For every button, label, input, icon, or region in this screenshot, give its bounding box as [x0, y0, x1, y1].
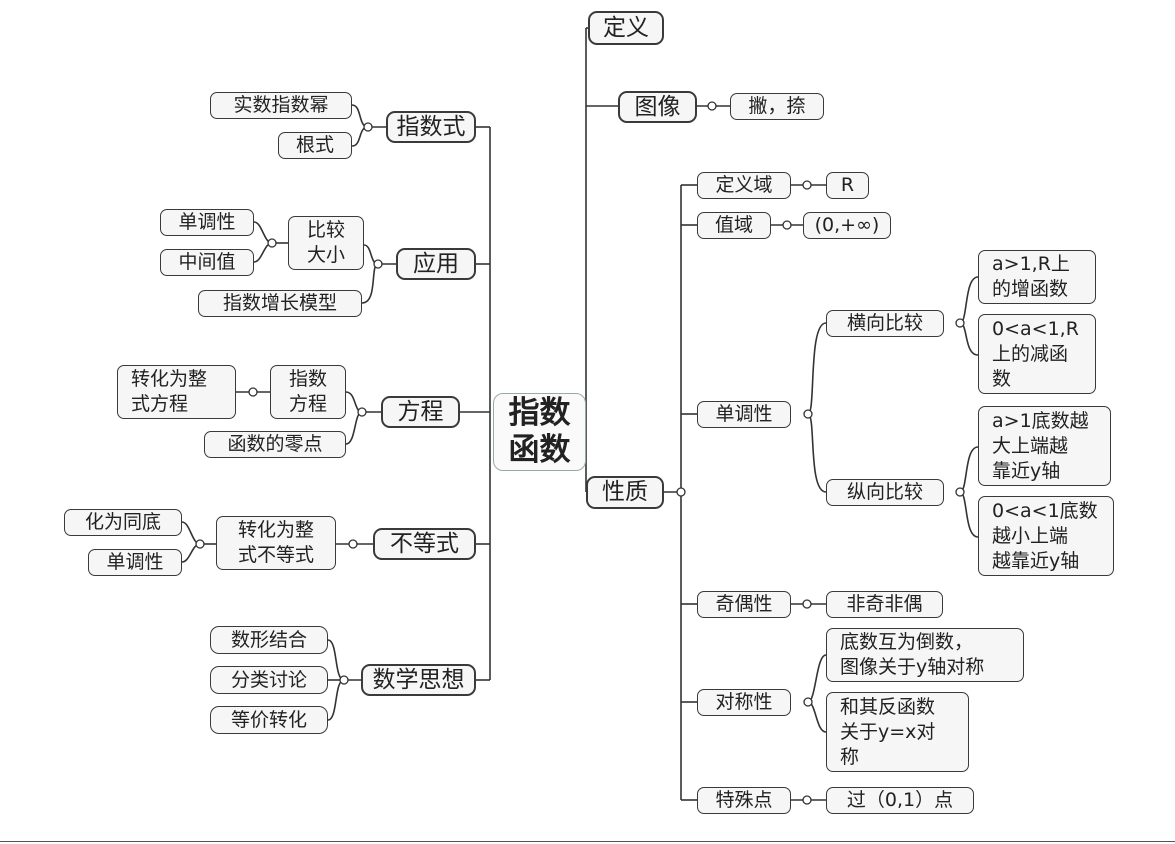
- zhishushi-genshi[interactable]: 根式: [278, 132, 352, 159]
- bijiao-zhongjian[interactable]: 中间值: [160, 249, 254, 276]
- hengxiang-zeng[interactable]: a>1,R上 的增函数: [978, 250, 1096, 304]
- sixiang-fenlei[interactable]: 分类讨论: [210, 666, 328, 694]
- fangcheng-zhishu[interactable]: 指数 方程: [270, 365, 346, 419]
- zhiyu-value[interactable]: (0,+∞): [803, 212, 891, 239]
- fangcheng-lingdian[interactable]: 函数的零点: [204, 431, 346, 458]
- zongxiang-zeng[interactable]: a>1底数越 大上端越 靠近y轴: [978, 406, 1111, 486]
- branch-yingyong[interactable]: 应用: [396, 248, 476, 280]
- branch-budengshi[interactable]: 不等式: [373, 528, 476, 560]
- dandiao-hengxiang[interactable]: 横向比较: [826, 310, 944, 337]
- branch-fangcheng[interactable]: 方程: [381, 396, 460, 428]
- sixiang-dengjia[interactable]: 等价转化: [210, 706, 328, 734]
- dingyiyu-value[interactable]: R: [826, 172, 869, 199]
- prop-dingyiyu[interactable]: 定义域: [697, 172, 791, 199]
- duichen-daoshu[interactable]: 底数互为倒数， 图像关于y轴对称: [826, 628, 1024, 682]
- branch-sixiang[interactable]: 数学思想: [361, 664, 476, 696]
- budengshi-zhuanhua[interactable]: 转化为整 式不等式: [216, 516, 336, 570]
- duichen-fanhanshu[interactable]: 和其反函数 关于y=x对 称: [826, 692, 969, 772]
- teshu-value[interactable]: 过（0,1）点: [826, 787, 974, 814]
- bijiao-dandiao[interactable]: 单调性: [160, 209, 254, 236]
- budengshi-tongdi[interactable]: 化为同底: [64, 509, 182, 536]
- jiou-value[interactable]: 非奇非偶: [826, 591, 943, 618]
- branch-dingyi[interactable]: 定义: [588, 11, 664, 45]
- prop-jiou[interactable]: 奇偶性: [697, 591, 791, 618]
- bottom-divider: [0, 841, 1175, 842]
- root-node[interactable]: 指数 函数: [493, 393, 586, 471]
- branch-xingzhi[interactable]: 性质: [586, 476, 664, 509]
- dandiao-zongxiang[interactable]: 纵向比较: [826, 479, 944, 506]
- zhishushi-shishu[interactable]: 实数指数幂: [210, 92, 352, 119]
- fangcheng-zhuanhua[interactable]: 转化为整 式方程: [117, 365, 236, 419]
- yingyong-growth[interactable]: 指数增长模型: [198, 290, 362, 317]
- branch-tuxiang[interactable]: 图像: [618, 91, 697, 123]
- prop-dandiao[interactable]: 单调性: [697, 401, 791, 428]
- sixiang-shuxing[interactable]: 数形结合: [210, 626, 328, 654]
- yingyong-bijiao[interactable]: 比较 大小: [288, 216, 364, 270]
- prop-duichen[interactable]: 对称性: [697, 689, 791, 716]
- prop-zhiyu[interactable]: 值域: [697, 212, 771, 239]
- hengxiang-jian[interactable]: 0<a<1,R 上的减函 数: [978, 314, 1096, 394]
- tuxiang-child[interactable]: 撇，捺: [730, 93, 824, 120]
- budengshi-dandiao[interactable]: 单调性: [88, 549, 182, 576]
- branch-zhishushi[interactable]: 指数式: [386, 111, 476, 143]
- prop-teshu[interactable]: 特殊点: [697, 787, 791, 814]
- zongxiang-jian[interactable]: 0<a<1底数 越小上端 越靠近y轴: [978, 496, 1114, 576]
